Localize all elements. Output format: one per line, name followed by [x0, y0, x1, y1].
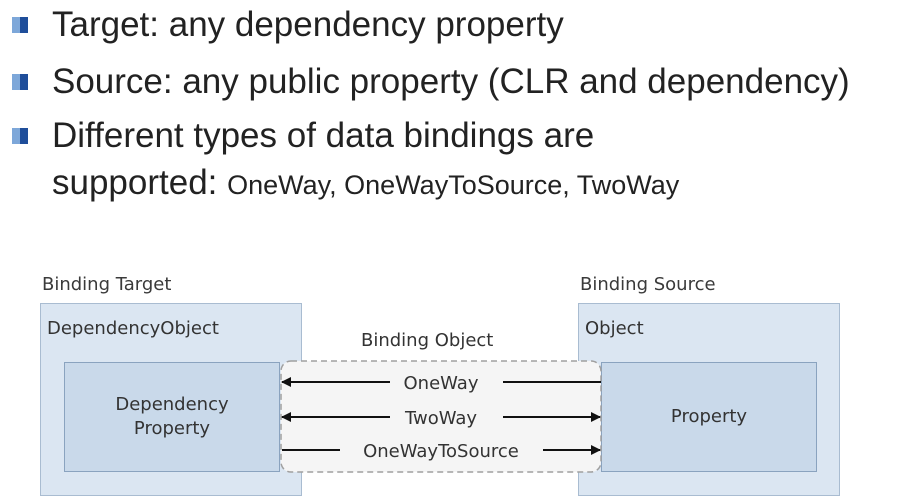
bullet-icon-2 [12, 74, 28, 90]
bullet-target: Target: any dependency property [52, 5, 564, 44]
bullet-binding-types-line1: Different types of data bindings are [52, 116, 595, 155]
twoway-label: TwoWay [404, 408, 477, 429]
dependency-property-line1: Dependency [115, 394, 229, 415]
source-property-box: Property [601, 362, 817, 472]
oneway-label: OneWay [404, 373, 479, 394]
object-title: Object [585, 318, 644, 339]
bullet-icon-3 [12, 128, 28, 144]
binding-source-label: Binding Source [580, 274, 716, 295]
bullet-source: Source: any public property (CLR and dep… [52, 62, 850, 101]
bullet-binding-types-line2: supported: OneWay, OneWayToSource, TwoWa… [52, 163, 679, 205]
binding-target-label: Binding Target [42, 274, 172, 295]
bullet-binding-types-modes: OneWay, OneWayToSource, TwoWay [227, 170, 680, 200]
bullet-icon-1 [12, 17, 28, 33]
source-property-label: Property [670, 406, 748, 427]
bullet-binding-types-prefix: supported: [52, 163, 228, 202]
binding-object-label: Binding Object [361, 330, 494, 351]
onewaytosource-label: OneWayToSource [363, 441, 519, 462]
dependency-property-box: Dependency Property [64, 362, 280, 472]
dependency-object-title: DependencyObject [47, 318, 219, 339]
dependency-property-line2: Property [133, 418, 211, 439]
